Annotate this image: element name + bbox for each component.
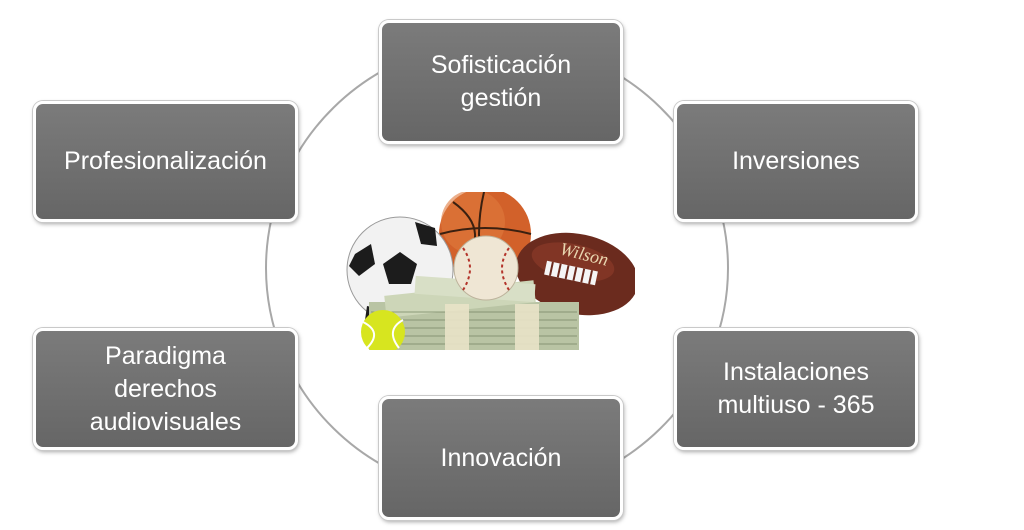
- node-label: Instalaciones multiuso - 365: [717, 358, 875, 419]
- american-football-icon: Wilson: [515, 232, 635, 316]
- node-sofisticacion-gestion: Sofisticación gestión: [379, 20, 623, 144]
- node-label: Inversiones: [732, 147, 860, 175]
- cash-stack-icon: [369, 275, 579, 350]
- node-label: Profesionalización: [64, 147, 267, 175]
- tennis-ball-icon: [361, 310, 405, 350]
- node-paradigma-derechos-audiovisuales: Paradigma derechos audiovisuales: [33, 328, 298, 450]
- baseball-icon: [453, 235, 519, 301]
- node-inversiones: Inversiones: [674, 101, 918, 222]
- node-instalaciones-multiuso: Instalaciones multiuso - 365: [674, 328, 918, 450]
- node-profesionalizacion: Profesionalización: [33, 101, 298, 222]
- node-label: Paradigma derechos audiovisuales: [89, 341, 242, 436]
- node-label: Innovación: [440, 443, 562, 472]
- node-label: Sofisticación gestión: [430, 51, 572, 112]
- sports-money-illustration: Wilson: [346, 192, 635, 350]
- node-innovacion: Innovación: [379, 396, 623, 520]
